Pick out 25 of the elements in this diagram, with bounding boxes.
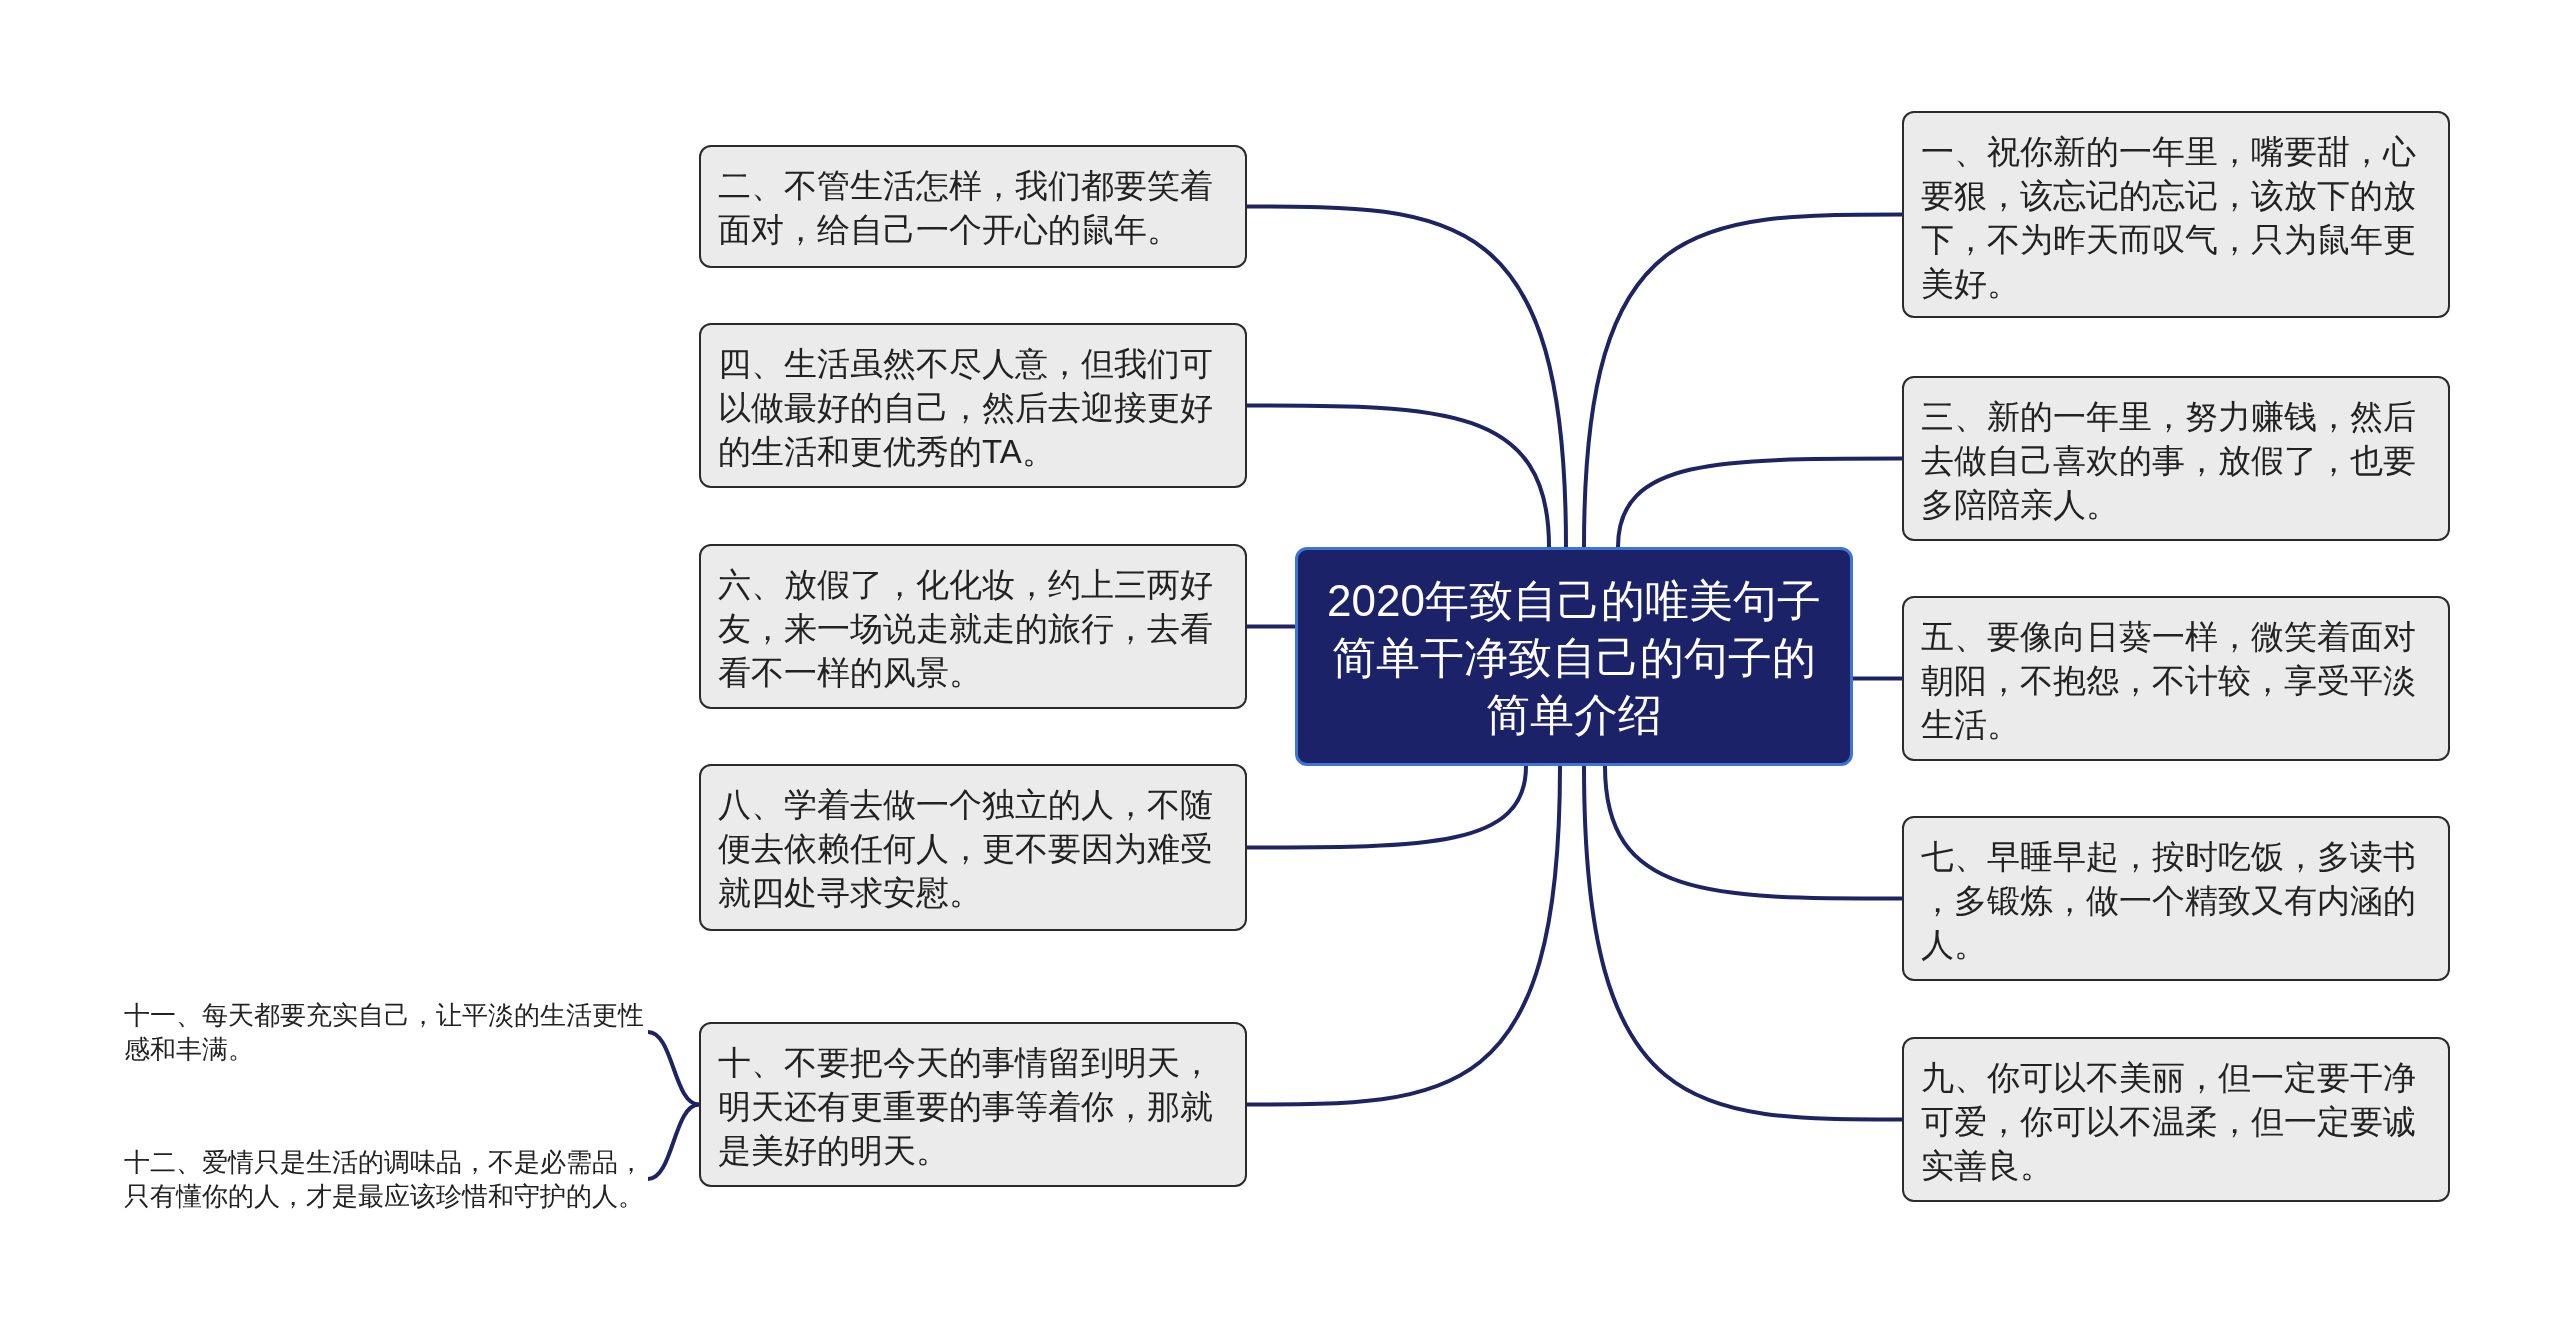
branch-line xyxy=(647,1102,700,1181)
subtopic-text: 十二、爱情只是生活的调味品，不是必需品，只有懂你的人，才是最应该珍惜和守护的人。 xyxy=(124,1145,648,1213)
central-topic-box: 2020年致自己的唯美句子简单干净致自己的句子的简单介绍 xyxy=(1295,547,1853,766)
branch-line xyxy=(647,1030,700,1107)
branch-line xyxy=(1616,456,1902,548)
topic-box: 三、新的一年里，努力赚钱，然后去做自己喜欢的事，放假了，也要多陪陪亲人。 xyxy=(1902,376,2450,541)
branch-line xyxy=(1853,676,1902,681)
topic-box: 八、学着去做一个独立的人，不随便去依赖任何人，更不要因为难受就四处寻求安慰。 xyxy=(699,764,1247,931)
subtopic-text: 十一、每天都要充实自己，让平淡的生活更性感和丰满。 xyxy=(124,998,648,1066)
topic-box: 九、你可以不美丽，但一定要干净可爱，你可以不温柔，但一定要诚实善良。 xyxy=(1902,1037,2450,1202)
branch-line xyxy=(1247,765,1528,850)
branch-line xyxy=(1247,624,1295,629)
topic-box: 四、生活虽然不尽人意，但我们可以做最好的自己，然后去迎接更好的生活和更优秀的TA。 xyxy=(699,323,1247,488)
branch-line xyxy=(1247,403,1551,548)
topic-box: 十、不要把今天的事情留到明天，明天还有更重要的事等着你，那就是美好的明天。 xyxy=(699,1022,1247,1187)
topic-box: 五、要像向日葵一样，微笑着面对朝阳，不抱怨，不计较，享受平淡生活。 xyxy=(1902,596,2450,761)
topic-box: 二、不管生活怎样，我们都要笑着面对，给自己一个开心的鼠年。 xyxy=(699,145,1247,268)
branch-line xyxy=(1582,212,1902,548)
topic-box: 六、放假了，化化妆，约上三两好友，来一场说走就走的旅行，去看看不一样的风景。 xyxy=(699,544,1247,709)
branch-line xyxy=(1247,765,1562,1107)
branch-line xyxy=(1582,765,1902,1122)
topic-box: 七、早睡早起，按时吃饭，多读书，多锻炼，做一个精致又有内涵的人。 xyxy=(1902,816,2450,981)
topic-box: 一、祝你新的一年里，嘴要甜，心要狠，该忘记的忘记，该放下的放下，不为昨天而叹气，只为鼠年更美好。 xyxy=(1902,111,2450,318)
branch-line xyxy=(1603,765,1902,901)
branch-line xyxy=(1247,204,1568,548)
